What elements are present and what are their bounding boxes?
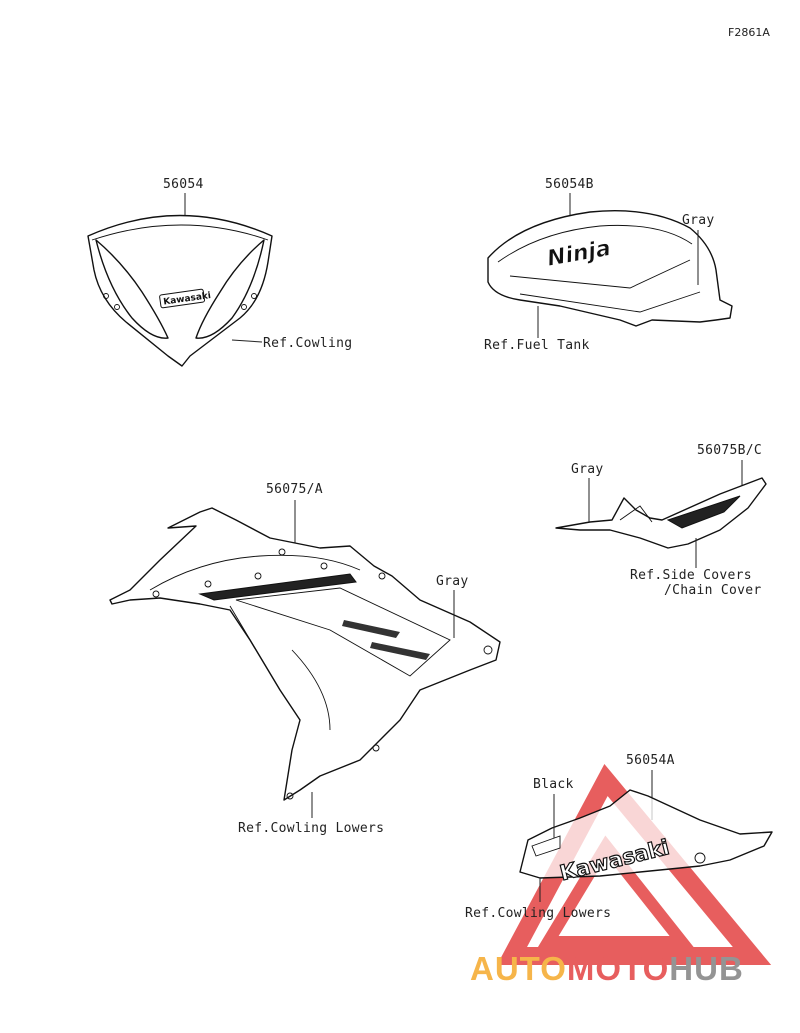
cowling-group: 56075/A Gray Ref.Cowling Lowers: [109, 482, 501, 836]
cowling-contour: [291, 649, 331, 731]
windscreen-ref-leader: [231, 339, 263, 343]
cowling-bolt: [483, 645, 493, 655]
windscreen-right-lens: [195, 239, 265, 339]
cowling-bolt: [152, 590, 160, 598]
windscreen-ref-label: Ref.Cowling: [263, 336, 352, 351]
cowling-lower-ref-label: Ref.Cowling Lowers: [465, 906, 611, 921]
windscreen-bolt: [251, 293, 257, 299]
windscreen-left-lens: [95, 239, 169, 339]
cowling-lower-shape: [519, 789, 773, 879]
side-covers-ref-label-2: /Chain Cover: [664, 583, 762, 598]
fuel-tank-contour: [509, 259, 691, 289]
windscreen-group: 56054 Kawasaki Ref.Cowling: [87, 177, 352, 367]
watermark-inner-triangle-icon: [537, 835, 695, 948]
cowling-bolt: [286, 792, 294, 800]
side-covers-shape: [555, 477, 767, 549]
cowling-lower-group: 56054A Kawasaki Black Ref.Cowling Lowers: [465, 753, 773, 921]
cowling-bolt: [320, 562, 328, 570]
cowling-vent: [342, 620, 400, 638]
windscreen-edge: [91, 224, 269, 241]
cowling-bolt: [254, 572, 262, 580]
cowling-contour: [229, 605, 301, 721]
cowling-part-number: 56075/A: [266, 482, 323, 497]
watermark-text-auto: AUTO: [470, 950, 567, 987]
fuel-tank-group: 56054B Ninja Gray Ref.Fuel Tank: [484, 177, 733, 353]
windscreen-part-number: 56054: [163, 177, 204, 192]
fuel-tank-ref-label: Ref.Fuel Tank: [484, 338, 590, 353]
cowling-bolt: [204, 580, 212, 588]
cowling-vent: [370, 642, 430, 660]
windscreen-bolt: [103, 293, 109, 299]
cowling-bolt: [278, 548, 286, 556]
side-covers-stripe: [666, 495, 741, 529]
figure-code: F2861A: [728, 26, 770, 39]
cowling-shape: [109, 507, 501, 801]
fuel-tank-contour: [519, 291, 701, 313]
cowling-panel: [235, 587, 451, 677]
cowling-lower-part-number: 56054A: [626, 753, 675, 768]
windscreen-shape: [87, 214, 273, 367]
cowling-stripe: [198, 573, 357, 601]
watermark-text-hub: HUB: [669, 950, 744, 987]
cowling-lower-color-note: Black: [533, 777, 574, 792]
windscreen-bolt: [114, 304, 120, 310]
windscreen-decal-box: [159, 288, 206, 309]
watermark-text-moto: MOTO: [567, 950, 669, 987]
cowling-lower-bolt: [694, 852, 706, 864]
cowling-color-note: Gray: [436, 574, 469, 589]
cowling-contour: [149, 554, 361, 591]
cowling-ref-label: Ref.Cowling Lowers: [238, 821, 384, 836]
cowling-bolt: [378, 572, 386, 580]
windscreen-bolt: [241, 304, 247, 310]
fuel-tank-color-note: Gray: [682, 213, 715, 228]
fuel-tank-contour: [497, 224, 693, 263]
fuel-tank-shape: [487, 210, 733, 327]
side-covers-bracket: [619, 505, 653, 523]
side-covers-ref-label-1: Ref.Side Covers: [630, 568, 752, 583]
side-covers-part-number: 56075B/C: [697, 443, 762, 458]
side-covers-color-note: Gray: [571, 462, 604, 477]
side-covers-group: 56075B/C Gray Ref.Side Covers /Chain Cov…: [555, 443, 767, 598]
watermark-logo-text: AUTOMOTOHUB: [470, 950, 744, 987]
cowling-lower-detail: [531, 835, 561, 857]
fuel-tank-part-number: 56054B: [545, 177, 594, 192]
cowling-bolt: [372, 744, 380, 752]
